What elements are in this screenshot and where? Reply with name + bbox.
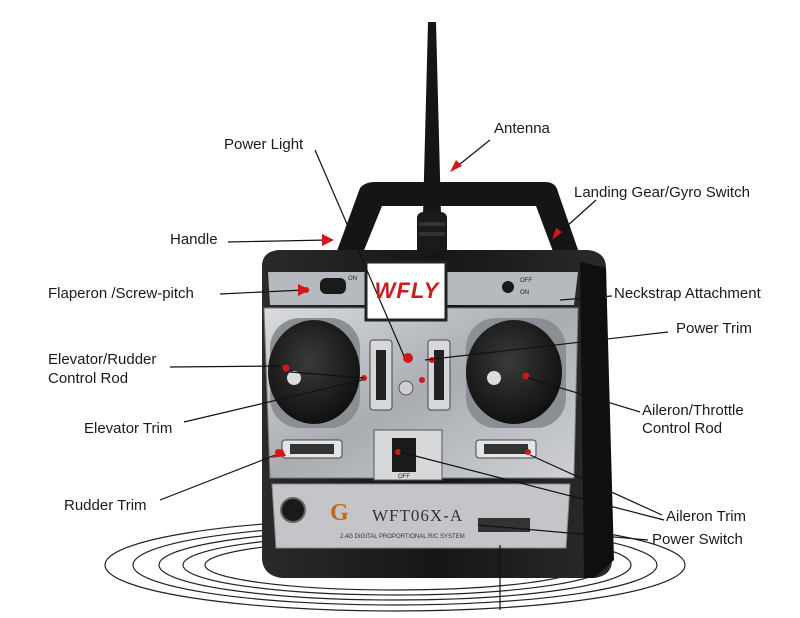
switch-label-on-right: ON bbox=[520, 290, 529, 296]
label-aileron-throttle-1: Aileron/Throttle bbox=[642, 402, 744, 419]
switch-label-on-left: ON bbox=[348, 276, 357, 282]
label-handle: Handle bbox=[170, 231, 218, 248]
label-elevator-rudder-2: Control Rod bbox=[48, 370, 129, 387]
label-rudder-trim: Rudder Trim bbox=[64, 497, 147, 514]
label-elevator-rudder-1: Elevator/Rudder bbox=[48, 351, 157, 368]
switch-label-off-left: OFF bbox=[398, 474, 410, 480]
label-elevator-trim: Elevator Trim bbox=[84, 420, 173, 437]
logo-plate bbox=[364, 260, 448, 322]
arrowheads bbox=[272, 160, 562, 458]
label-aileron-throttle-2: Control Rod bbox=[642, 420, 723, 437]
power-button-icon bbox=[280, 497, 306, 523]
gear-switch-icon bbox=[502, 281, 514, 293]
brand-logo: WFLY bbox=[374, 278, 440, 303]
model-badge: G bbox=[330, 500, 349, 526]
leader-lines bbox=[159, 139, 669, 610]
handle-icon bbox=[330, 182, 585, 270]
label-antenna: Antenna bbox=[494, 120, 550, 137]
right-control-stick bbox=[466, 318, 566, 428]
horizontal-trim-sliders bbox=[281, 439, 537, 459]
label-neckstrap: Neckstrap Attachment bbox=[614, 285, 761, 302]
label-power-light: Power Light bbox=[224, 136, 304, 153]
label-landing-gear: Landing Gear/Gyro Switch bbox=[574, 184, 750, 201]
model-name: WFT06X-A bbox=[372, 506, 464, 525]
label-power-trim: Power Trim bbox=[676, 320, 752, 337]
model-subline: 2.4G DIGITAL PROPORTIONAL R/C SYSTEM bbox=[340, 534, 465, 540]
dip-switches bbox=[478, 518, 530, 532]
left-control-stick bbox=[268, 318, 360, 428]
label-flaperon: Flaperon /Screw-pitch bbox=[48, 285, 194, 302]
center-switch bbox=[373, 429, 443, 481]
label-aileron-trim: Aileron Trim bbox=[666, 508, 747, 525]
switch-label-off-right: OFF bbox=[520, 278, 532, 284]
label-power-switch: Power Switch bbox=[652, 531, 743, 548]
flaperon-switch-icon bbox=[320, 278, 346, 294]
antenna-icon bbox=[417, 22, 447, 257]
